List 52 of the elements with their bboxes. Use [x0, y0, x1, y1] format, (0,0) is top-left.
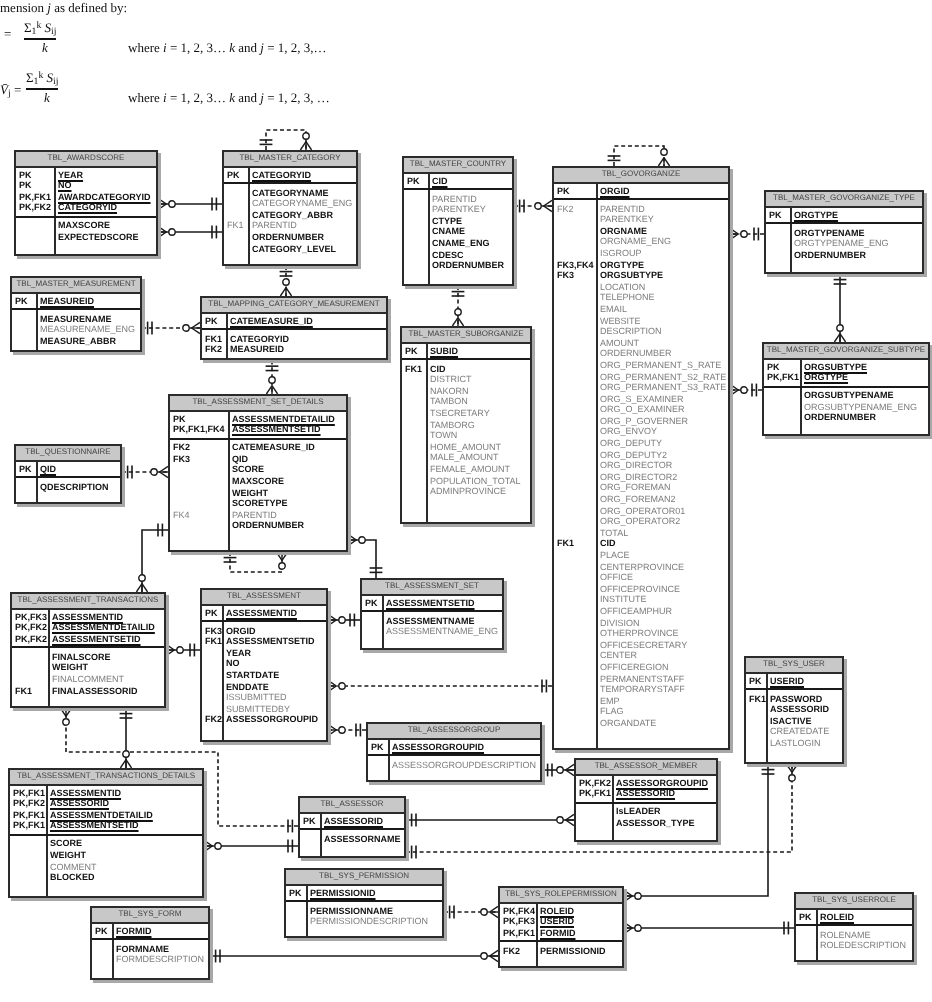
- relationship-line: [258, 129, 313, 151]
- entity-table: [764, 190, 924, 274]
- entity-table: [298, 796, 406, 858]
- relationship-line: [203, 838, 299, 854]
- relationship-line: [209, 948, 499, 964]
- relationship-line: [118, 707, 134, 769]
- entity-table: [574, 758, 718, 842]
- entity-table: [10, 592, 166, 708]
- entity-table: [402, 156, 514, 286]
- entity-table: [762, 342, 930, 436]
- relationship-line: [623, 763, 776, 903]
- relationship-line: [623, 920, 795, 936]
- entity-table: [10, 276, 142, 352]
- entity-table: [552, 166, 730, 750]
- relationship-line: [541, 762, 575, 778]
- entity-table: [200, 296, 388, 361]
- relationship-line: [405, 763, 799, 860]
- relationship-line: [513, 198, 553, 214]
- relationship-line: [347, 533, 384, 579]
- entity-table: [168, 394, 348, 552]
- entity-table: [498, 886, 624, 968]
- relationship-line: [443, 904, 499, 920]
- relationship-line: [59, 707, 299, 834]
- relationship-line: [135, 522, 169, 593]
- relationship-line: [157, 224, 223, 240]
- entity-table: [400, 326, 532, 524]
- entity-table: [90, 906, 210, 980]
- relationship-line: [165, 642, 201, 658]
- entity-table: [14, 444, 122, 504]
- relationship-line: [327, 722, 367, 738]
- relationship-line: [729, 382, 763, 398]
- entity-table: [8, 768, 204, 898]
- entity-table: [744, 656, 844, 764]
- relationship-line: [278, 265, 294, 297]
- entity-table: [222, 150, 358, 266]
- relationship-line: [121, 464, 169, 480]
- entity-table: [794, 892, 914, 962]
- entity-table: [366, 722, 542, 782]
- relationship-line: [264, 359, 280, 395]
- relationship-line: [327, 678, 553, 694]
- relationship-line: [729, 226, 765, 242]
- entity-table: [14, 150, 158, 256]
- entity-table: [200, 588, 328, 742]
- relationship-line: [405, 812, 575, 828]
- relationship-line: [606, 145, 671, 167]
- entity-table: [360, 578, 504, 650]
- relationship-line: [141, 320, 201, 336]
- entity-table: [284, 868, 444, 938]
- relationship-line: [832, 273, 848, 343]
- relationship-line: [222, 551, 289, 573]
- relationship-line: [450, 285, 466, 327]
- relationship-line: [157, 196, 223, 212]
